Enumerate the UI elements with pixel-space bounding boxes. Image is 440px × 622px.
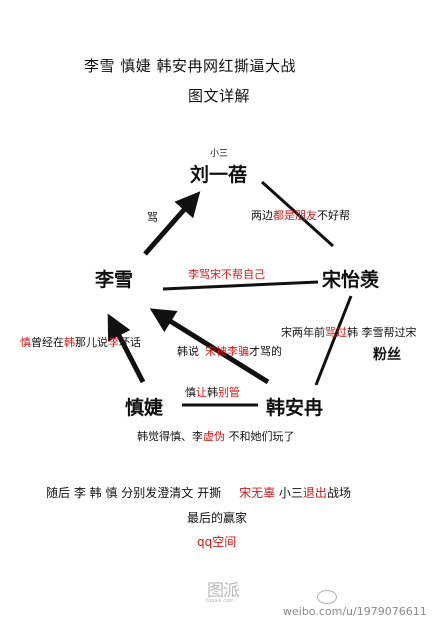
node-hananran: 韩安冉 [266, 397, 324, 419]
label-han-shuo-c: 才骂的 [249, 345, 282, 358]
label-liangbian-c: 不好帮 [317, 209, 350, 222]
bottom-line-1-b: 宋无辜 [239, 486, 276, 500]
label-shen-left-c: 韩 [64, 336, 75, 349]
label-han-jue-b: 虚伪 [203, 430, 225, 443]
label-lixue-song: 李骂宋不帮自己 [188, 268, 265, 281]
node-liuyibei: 刘一蓓 [190, 164, 248, 186]
label-liangbian: 两边都是朋友不好帮 [251, 207, 350, 223]
line-lixue-songyixian [162, 280, 319, 291]
bottom-line-1-a: 随后 李 韩 慎 分别发澄清文 开撕 [46, 486, 222, 500]
node-tag-xiaosan: 小三 [210, 149, 229, 159]
label-shen-left-a: 慎 [20, 336, 31, 349]
label-ma: 骂 [147, 211, 158, 224]
label-shen-left-e: 李 [108, 336, 119, 349]
page-title: 李雪 慎婕 韩安冉网红撕逼大战 [84, 57, 297, 75]
label-shen-left-d: 那儿说 [75, 336, 108, 349]
label-han-shuo-b: 宋被李骗 [205, 345, 249, 358]
node-shenjie: 慎婕 [125, 397, 164, 419]
label-liangbian-a: 两边 [251, 209, 273, 222]
arrow-lixue-to-liuyibei [143, 191, 201, 256]
watermark-logo: 图派 [207, 581, 240, 601]
label-shen-rang-c: 韩 [207, 386, 218, 399]
label-shen-rang-a: 慎 [185, 386, 196, 399]
label-songliangnian: 宋两年前骂过韩 李雪帮过宋 [281, 324, 417, 340]
label-shen-left: 慎曾经在韩那儿说李坏话 [20, 334, 141, 350]
node-songyixian: 宋怡羡 [322, 269, 380, 291]
label-shen-rang-b: 让 [196, 386, 207, 399]
watermark-weibo: weibo.com/u/1979076611 [283, 605, 427, 618]
node-lixue: 李雪 [95, 269, 134, 291]
page-subtitle: 图文详解 [188, 87, 251, 105]
label-shen-left-f: 坏话 [119, 336, 141, 349]
line-songyixian-hananran [314, 295, 353, 386]
label-shen-left-b: 曾经在 [31, 336, 64, 349]
bottom-line-1: 随后 李 韩 慎 分别发澄清文 开撕 宋无辜 小三退出战场 [46, 484, 351, 501]
label-shen-rang-d: 别管 [218, 386, 240, 399]
label-han-jue-a: 韩觉得慎、李 [137, 430, 203, 443]
label-han-jue: 韩觉得慎、李虚伪 不和她们玩了 [137, 428, 295, 444]
arrow-hananran-to-lixue [149, 308, 270, 385]
label-songliangnian-b: 骂过 [325, 326, 347, 339]
bottom-line-1-d: 退出 [302, 486, 327, 500]
watermark-logo-sub: tupaik.com [206, 598, 234, 604]
label-songliangnian-c: 韩 李雪帮过宋 [347, 326, 417, 339]
arrow-shenjie-to-lixue [107, 313, 146, 384]
label-han-shuo-a: 韩说 [177, 345, 199, 358]
bottom-line-3: qq空间 [197, 535, 237, 549]
weibo-icon [317, 590, 337, 604]
bottom-line-2: 最后的赢家 [187, 511, 248, 525]
node-fensi: 粉丝 [373, 347, 401, 363]
line-liuyibei-songyixian [260, 180, 335, 248]
label-songliangnian-a: 宋两年前 [281, 326, 325, 339]
label-han-jue-c: 不和她们玩了 [225, 430, 295, 443]
bottom-line-1-c: 小三 [275, 486, 303, 500]
label-han-shuo: 韩说宋被李骗才骂的 [177, 343, 282, 359]
bottom-line-1-e: 战场 [326, 486, 351, 500]
label-shen-rang: 慎让韩别管 [185, 384, 240, 400]
label-liangbian-b: 都是朋友 [273, 209, 317, 222]
